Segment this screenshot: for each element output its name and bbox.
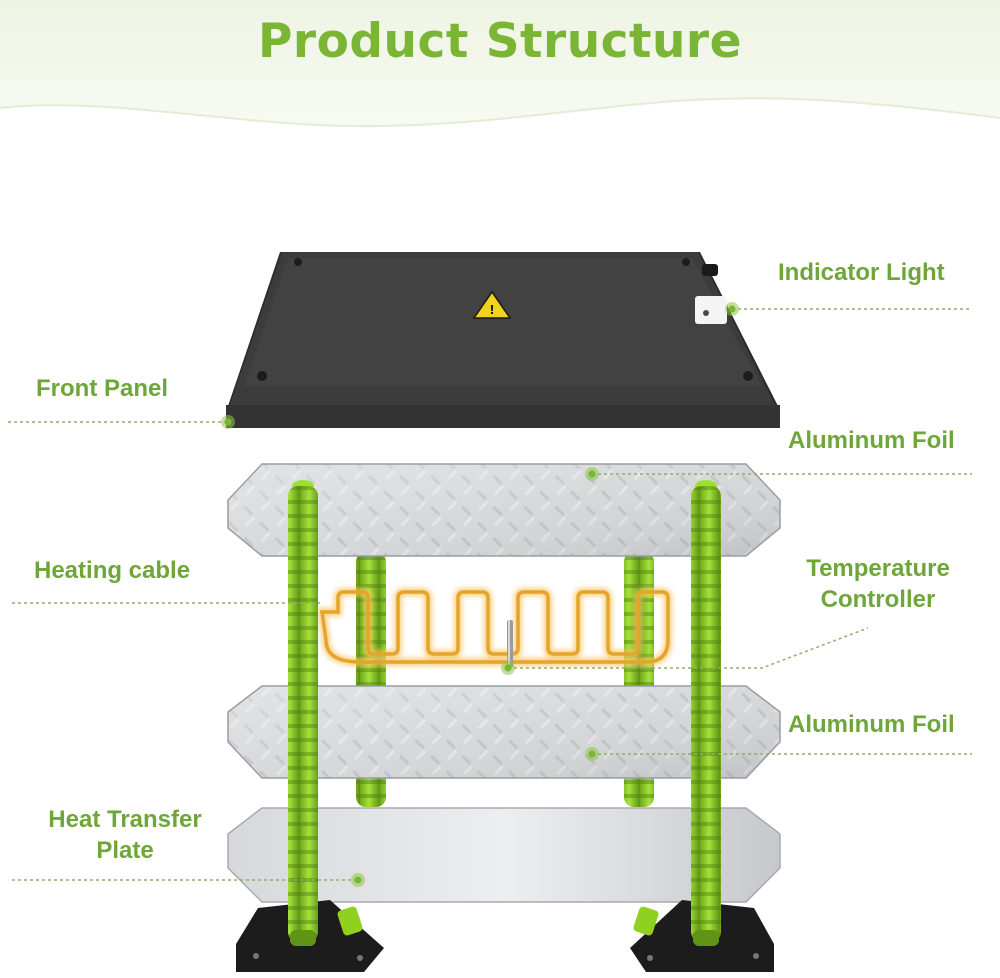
svg-text:!: ! <box>489 303 494 317</box>
leader-dots <box>221 302 739 887</box>
header-band <box>0 0 1000 128</box>
aluminum-foil-top-plate <box>227 463 781 557</box>
front-leg-right <box>691 480 721 946</box>
label-aluminum-foil-bottom: Aluminum Foil <box>788 711 955 738</box>
label-heat-transfer-plate-line2: Plate <box>96 837 154 864</box>
aluminum-foil-bottom-plate <box>227 685 781 779</box>
label-temperature-controller-line1: Temperature <box>806 555 950 582</box>
label-heat-transfer-plate-line1: Heat Transfer <box>48 806 202 833</box>
label-indicator-light: Indicator Light <box>778 259 945 286</box>
label-temperature-controller: Temperature Controller <box>780 553 976 615</box>
label-aluminum-foil-top: Aluminum Foil <box>788 427 955 454</box>
heat-transfer-plate <box>227 807 781 903</box>
label-front-panel: Front Panel <box>36 375 169 402</box>
leader-temperature-controller <box>508 627 869 669</box>
heating-cable <box>316 587 673 667</box>
warning-symbol-icon: ! <box>472 290 512 319</box>
header-wave <box>0 0 1000 127</box>
label-heat-transfer-plate: Heat Transfer Plate <box>22 804 228 866</box>
temperature-probe-icon <box>507 620 513 668</box>
label-heating-cable: Heating cable <box>34 557 191 584</box>
header-wave-line <box>0 97 1000 128</box>
page-title: Product Structure <box>257 14 742 69</box>
indicator-light-icon <box>695 296 727 324</box>
leader-lines <box>8 308 972 881</box>
front-panel <box>226 252 780 428</box>
label-temperature-controller-line2: Controller <box>820 586 936 613</box>
front-leg-left <box>288 480 318 946</box>
